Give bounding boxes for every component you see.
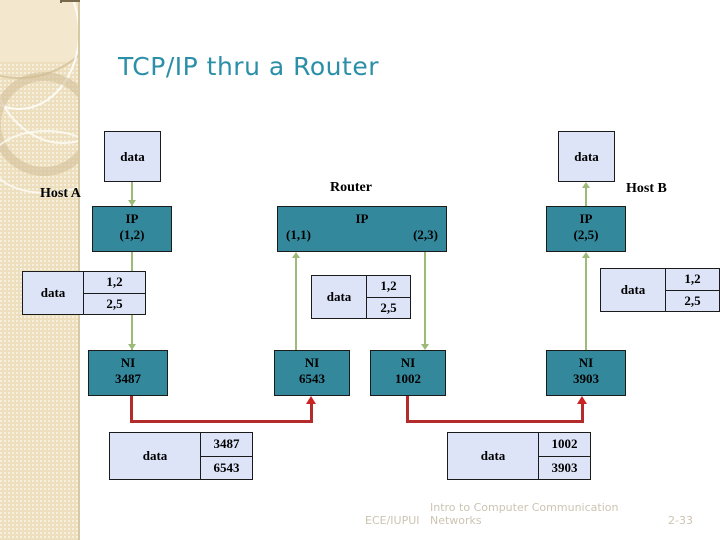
label-host-a: Host A: [40, 186, 81, 201]
link-frame-left-header: 3487 6543: [200, 433, 252, 479]
router-packet-payload: data: [326, 289, 352, 304]
host-a-packet-header: 1,2 2,5: [83, 272, 145, 314]
router-ni-right-address: 1002: [395, 371, 421, 386]
footer-organization: ECE/IUPUI: [365, 514, 420, 527]
host-a-ip-box: IP (1,2): [92, 206, 172, 252]
router-ni-left-address: 6543: [299, 371, 325, 386]
host-a-arrowhead-data-to-ip: [128, 200, 136, 206]
host-b-packet-payload: data: [620, 282, 646, 297]
host-b-ni-box: NI 3903: [546, 350, 626, 396]
host-b-data-box: data: [558, 131, 615, 182]
host-b-ip-label: IP: [579, 211, 593, 226]
router-packet: data 1,2 2,5: [311, 275, 411, 319]
slide-title: TCP/IP thru a Router: [118, 52, 379, 81]
router-ni-left-label: NI: [304, 355, 320, 370]
footer-course-title: Intro to Computer Communication Networks: [430, 501, 619, 527]
link-right-segment-down: [406, 396, 409, 423]
router-packet-dst: 2,5: [380, 299, 397, 315]
link-frame-left-src: 3487: [201, 433, 252, 457]
host-b-packet: data 1,2 2,5: [600, 268, 720, 312]
router-ni-right-box: NI 1002: [370, 350, 446, 396]
host-b-arrowhead-ip-to-data: [582, 182, 590, 188]
footer-page-number: 2-33: [668, 514, 693, 527]
router-arrow-ni-left-to-ip: [295, 258, 297, 350]
decorative-side-band: [0, 0, 80, 540]
host-a-ip-label: IP: [125, 211, 139, 226]
link-left-arrowhead: [306, 396, 316, 404]
host-a-ip-address: (1,2): [119, 227, 145, 242]
host-a-arrowhead-ip-to-ni: [128, 344, 136, 350]
host-a-ni-address: 3487: [115, 371, 141, 386]
router-ip-box: IP (1,1) (2,3): [277, 206, 447, 252]
host-b-ni-address: 3903: [573, 371, 599, 386]
link-left-segment-down: [130, 396, 133, 423]
band-corner-mark-vertical: [60, 0, 62, 3]
link-frame-right-src: 1002: [539, 433, 590, 457]
router-ni-right-label: NI: [400, 355, 416, 370]
router-ni-left-box: NI 6543: [274, 350, 350, 396]
link-left-segment-horizontal: [130, 420, 313, 423]
band-corner-mark: [60, 0, 80, 2]
host-b-ni-label: NI: [578, 355, 594, 370]
router-arrow-ip-to-ni-right: [424, 252, 426, 344]
band-right-edge: [78, 0, 80, 540]
router-packet-header: 1,2 2,5: [366, 276, 410, 318]
router-ip-address-left: (1,1): [286, 227, 311, 242]
host-b-packet-header: 1,2 2,5: [665, 269, 719, 311]
link-frame-left-dst: 6543: [213, 459, 240, 475]
host-b-arrow-ni-to-ip: [585, 258, 587, 350]
host-b-ip-box: IP (2,5): [546, 206, 626, 252]
link-frame-right-payload: data: [480, 448, 506, 463]
host-a-packet: data 1,2 2,5: [22, 271, 146, 315]
link-right-segment-up: [581, 404, 584, 423]
link-frame-left: data 3487 6543: [109, 432, 253, 480]
router-ip-label: IP: [355, 211, 369, 226]
host-a-packet-dst: 2,5: [106, 295, 123, 311]
router-arrowhead-ni-left-to-ip: [292, 252, 300, 258]
link-frame-right: data 1002 3903: [447, 432, 591, 480]
host-a-ni-label: NI: [120, 355, 136, 370]
band-arc-white-lower: [0, 130, 80, 194]
host-b-arrow-ip-to-data: [585, 188, 587, 206]
link-frame-left-payload: data: [142, 448, 168, 463]
host-a-ni-box: NI 3487: [88, 350, 168, 396]
host-a-packet-payload: data: [40, 285, 66, 300]
host-a-arrow-data-to-ip: [131, 182, 133, 206]
link-frame-right-header: 1002 3903: [538, 433, 590, 479]
link-right-arrowhead: [577, 396, 587, 404]
router-ip-address-right: (2,3): [413, 227, 438, 242]
label-host-b: Host B: [626, 181, 667, 196]
host-a-packet-src: 1,2: [84, 272, 145, 294]
host-b-ip-address: (2,5): [573, 227, 599, 242]
router-packet-src: 1,2: [367, 276, 410, 298]
link-frame-right-dst: 3903: [551, 459, 578, 475]
host-b-arrowhead-ni-to-ip: [582, 252, 590, 258]
router-arrowhead-ip-to-ni-right: [421, 344, 429, 350]
host-b-packet-dst: 2,5: [684, 292, 701, 308]
link-right-segment-horizontal: [406, 420, 584, 423]
label-router: Router: [330, 180, 372, 195]
link-left-segment-up: [310, 404, 313, 423]
host-b-packet-src: 1,2: [666, 269, 719, 291]
host-a-data-box: data: [104, 131, 161, 182]
